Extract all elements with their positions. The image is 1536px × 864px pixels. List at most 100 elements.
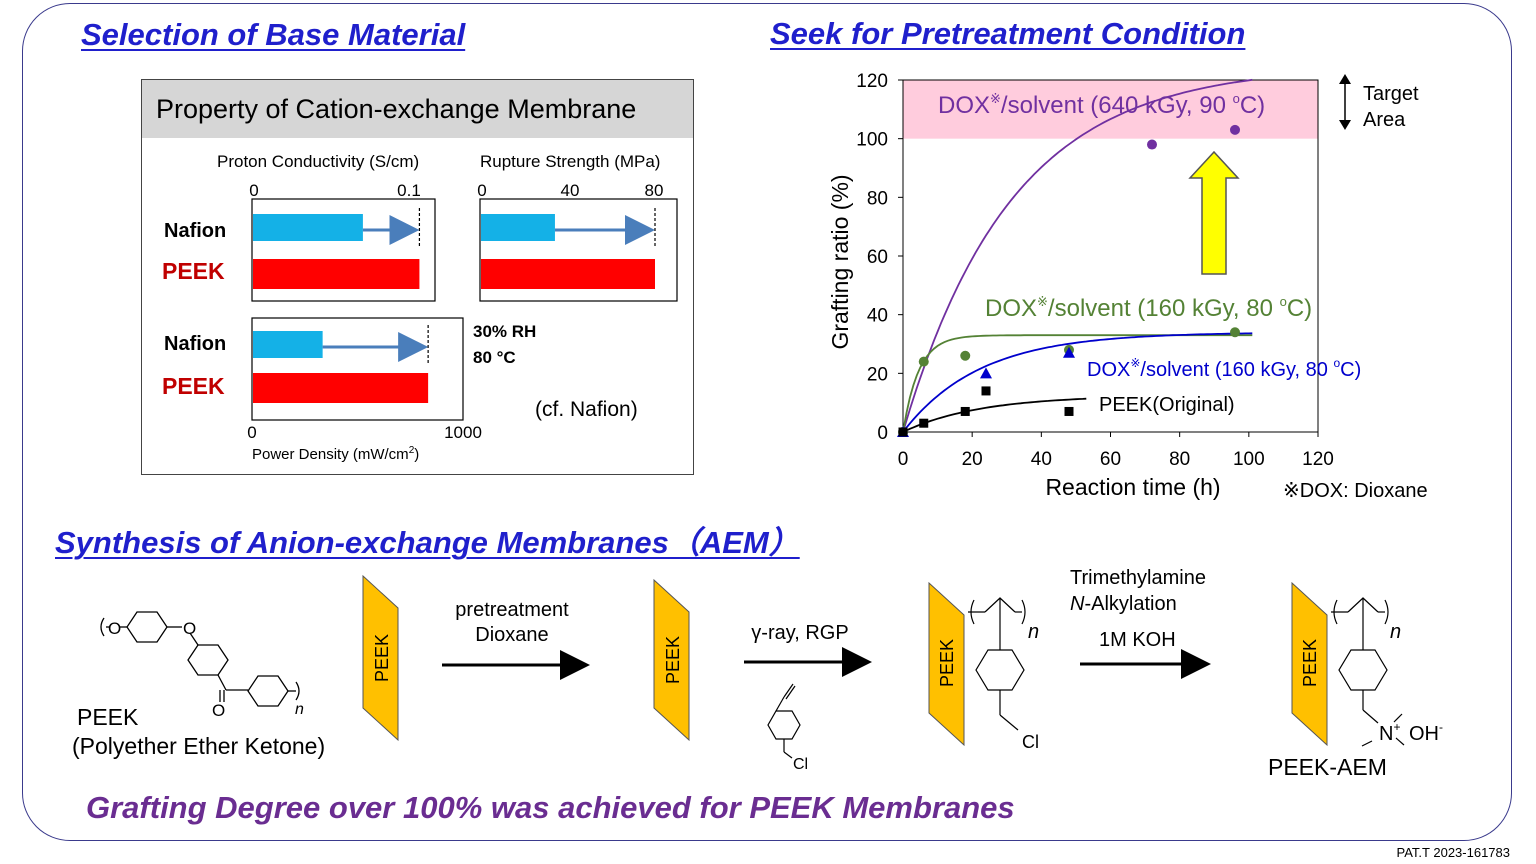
target-arrow-up-icon [1339,74,1351,84]
membrane-3: PEEK [928,581,965,747]
grafted-chain-cl [968,597,1026,731]
conductivity-panel [251,198,436,302]
step1-line1: pretreatment [455,599,569,621]
peek-label: PEEK [77,704,139,730]
heading-synthesis: Synthesis of Anion-exchange Membranes（AE… [55,525,800,560]
power-tick-1: 1000 [444,423,482,442]
peek-o-2: O [183,619,196,638]
cond-bar-nafion [253,214,363,241]
graft-point-s2 [1063,346,1075,358]
svg-text:PEEK: PEEK [937,639,957,687]
graft-xtick: 120 [1302,449,1334,470]
membrane-4: PEEK [1291,581,1328,747]
chain-n-1: n [1028,621,1039,643]
step3-line3: 1M KOH [1099,629,1176,651]
svg-text:PEEK: PEEK [1300,639,1320,687]
graft-xlabel: Reaction time (h) [1045,474,1220,500]
graft-xtick: 0 [898,449,909,470]
rupture-title: Rupture Strength (MPa) [480,152,661,171]
power-tick-0: 0 [247,423,256,442]
label-640-series: DOX※/solvent (640 kGy, 90 oC) [938,91,1265,119]
dox-note: ※DOX: Dioxane [1283,480,1428,502]
yellow-up-arrow-icon [1188,150,1240,275]
rupt-bar-peek [481,259,655,289]
rupt-tick-0: 0 [477,181,486,200]
graft-fit-curve-3 [902,397,1087,433]
graft-ytick: 100 [856,130,888,151]
peek-full-name: (Polyether Ether Ketone) [72,733,325,759]
step2-line1: γ-ray, RGP [751,622,849,644]
peek-o-3: O [212,701,225,720]
svg-text:PEEK: PEEK [663,636,683,684]
power-title: Power Density (mW/cm2) [252,445,420,463]
graft-ytick: 120 [856,71,888,92]
aem-oh: OH- [1409,720,1443,745]
rupt-bar-nafion [481,214,555,241]
label-peek-1: PEEK [162,258,225,284]
graft-point-s3 [1064,406,1074,416]
membrane-2: PEEK [653,578,690,742]
peek-n: n [295,701,304,718]
condition-temp: 80 °C [473,348,516,367]
condition-rh: 30% RH [473,322,537,341]
cf-note: (cf. Nafion) [535,398,638,421]
graft-xtick: 100 [1233,449,1265,470]
label-peek-original: PEEK(Original) [1099,394,1235,416]
chain-n-2: n [1390,621,1401,643]
grafted-chain-aem [1331,597,1405,747]
power-bar-nafion [253,331,323,358]
graft-point-s3 [919,418,929,428]
target-arrow-down-icon [1339,120,1351,130]
step3-line1: Trimethylamine [1070,567,1206,589]
aem-n-plus: N+ [1379,720,1400,745]
graft-point-s3 [960,406,970,416]
label-nafion-2: Nafion [164,333,227,355]
label-160b-series: DOX※/solvent (160 kGy, 80 oC) [1087,356,1361,381]
graft-point-s3 [981,386,991,396]
chain-cl: Cl [1022,732,1039,752]
graft-point-s1 [1230,327,1240,338]
rupture-panel [479,198,678,302]
step1-line2: Dioxane [475,624,549,646]
graft-point-s1 [960,350,971,361]
vbc-cl: Cl [793,756,808,773]
graft-ytick: 20 [867,364,888,385]
graft-ylabel: Grafting ratio (%) [827,174,853,349]
label-160g-series: DOX※/solvent (160 kGy, 80 oC) [985,294,1312,322]
graft-ytick: 0 [877,423,888,444]
svg-text:PEEK: PEEK [372,634,392,682]
graft-ytick: 40 [867,306,888,327]
rupt-tick-2: 80 [645,181,664,200]
product-label: PEEK-AEM [1268,754,1387,780]
label-peek-2: PEEK [162,373,225,399]
graft-xtick: 60 [1100,449,1121,470]
rupt-tick-1: 40 [561,181,580,200]
graft-point-s0 [1147,139,1157,150]
power-panel [251,317,464,421]
graft-point-s0 [1230,124,1240,135]
target-label-1: Target [1363,83,1419,105]
target-area [903,80,1318,139]
conclusion: Grafting Degree over 100% was achieved f… [86,790,1015,825]
graft-ytick: 80 [867,188,888,209]
graft-xtick: 40 [1031,449,1052,470]
graft-ytick: 60 [867,247,888,268]
target-label-2: Area [1363,109,1406,131]
graft-point-s1 [918,356,929,367]
peek-structure [100,611,300,707]
graft-fit-curve-0 [902,78,1253,433]
heading-base-material: Selection of Base Material [81,17,466,52]
property-box-title: Property of Cation-exchange Membrane [142,80,693,138]
cond-tick-1: 0.1 [397,181,421,200]
graft-point-s3 [898,427,908,437]
graft-xtick: 20 [962,449,983,470]
power-bar-peek [253,373,429,403]
slide-frame [22,3,1512,841]
peek-o-1: O [108,619,121,638]
heading-pretreatment: Seek for Pretreatment Condition [770,16,1246,51]
graft-point-s2 [980,367,992,379]
conductivity-title: Proton Conductivity (S/cm) [217,152,420,171]
membrane-1: PEEK [362,574,399,742]
vbc-structure [767,683,801,759]
